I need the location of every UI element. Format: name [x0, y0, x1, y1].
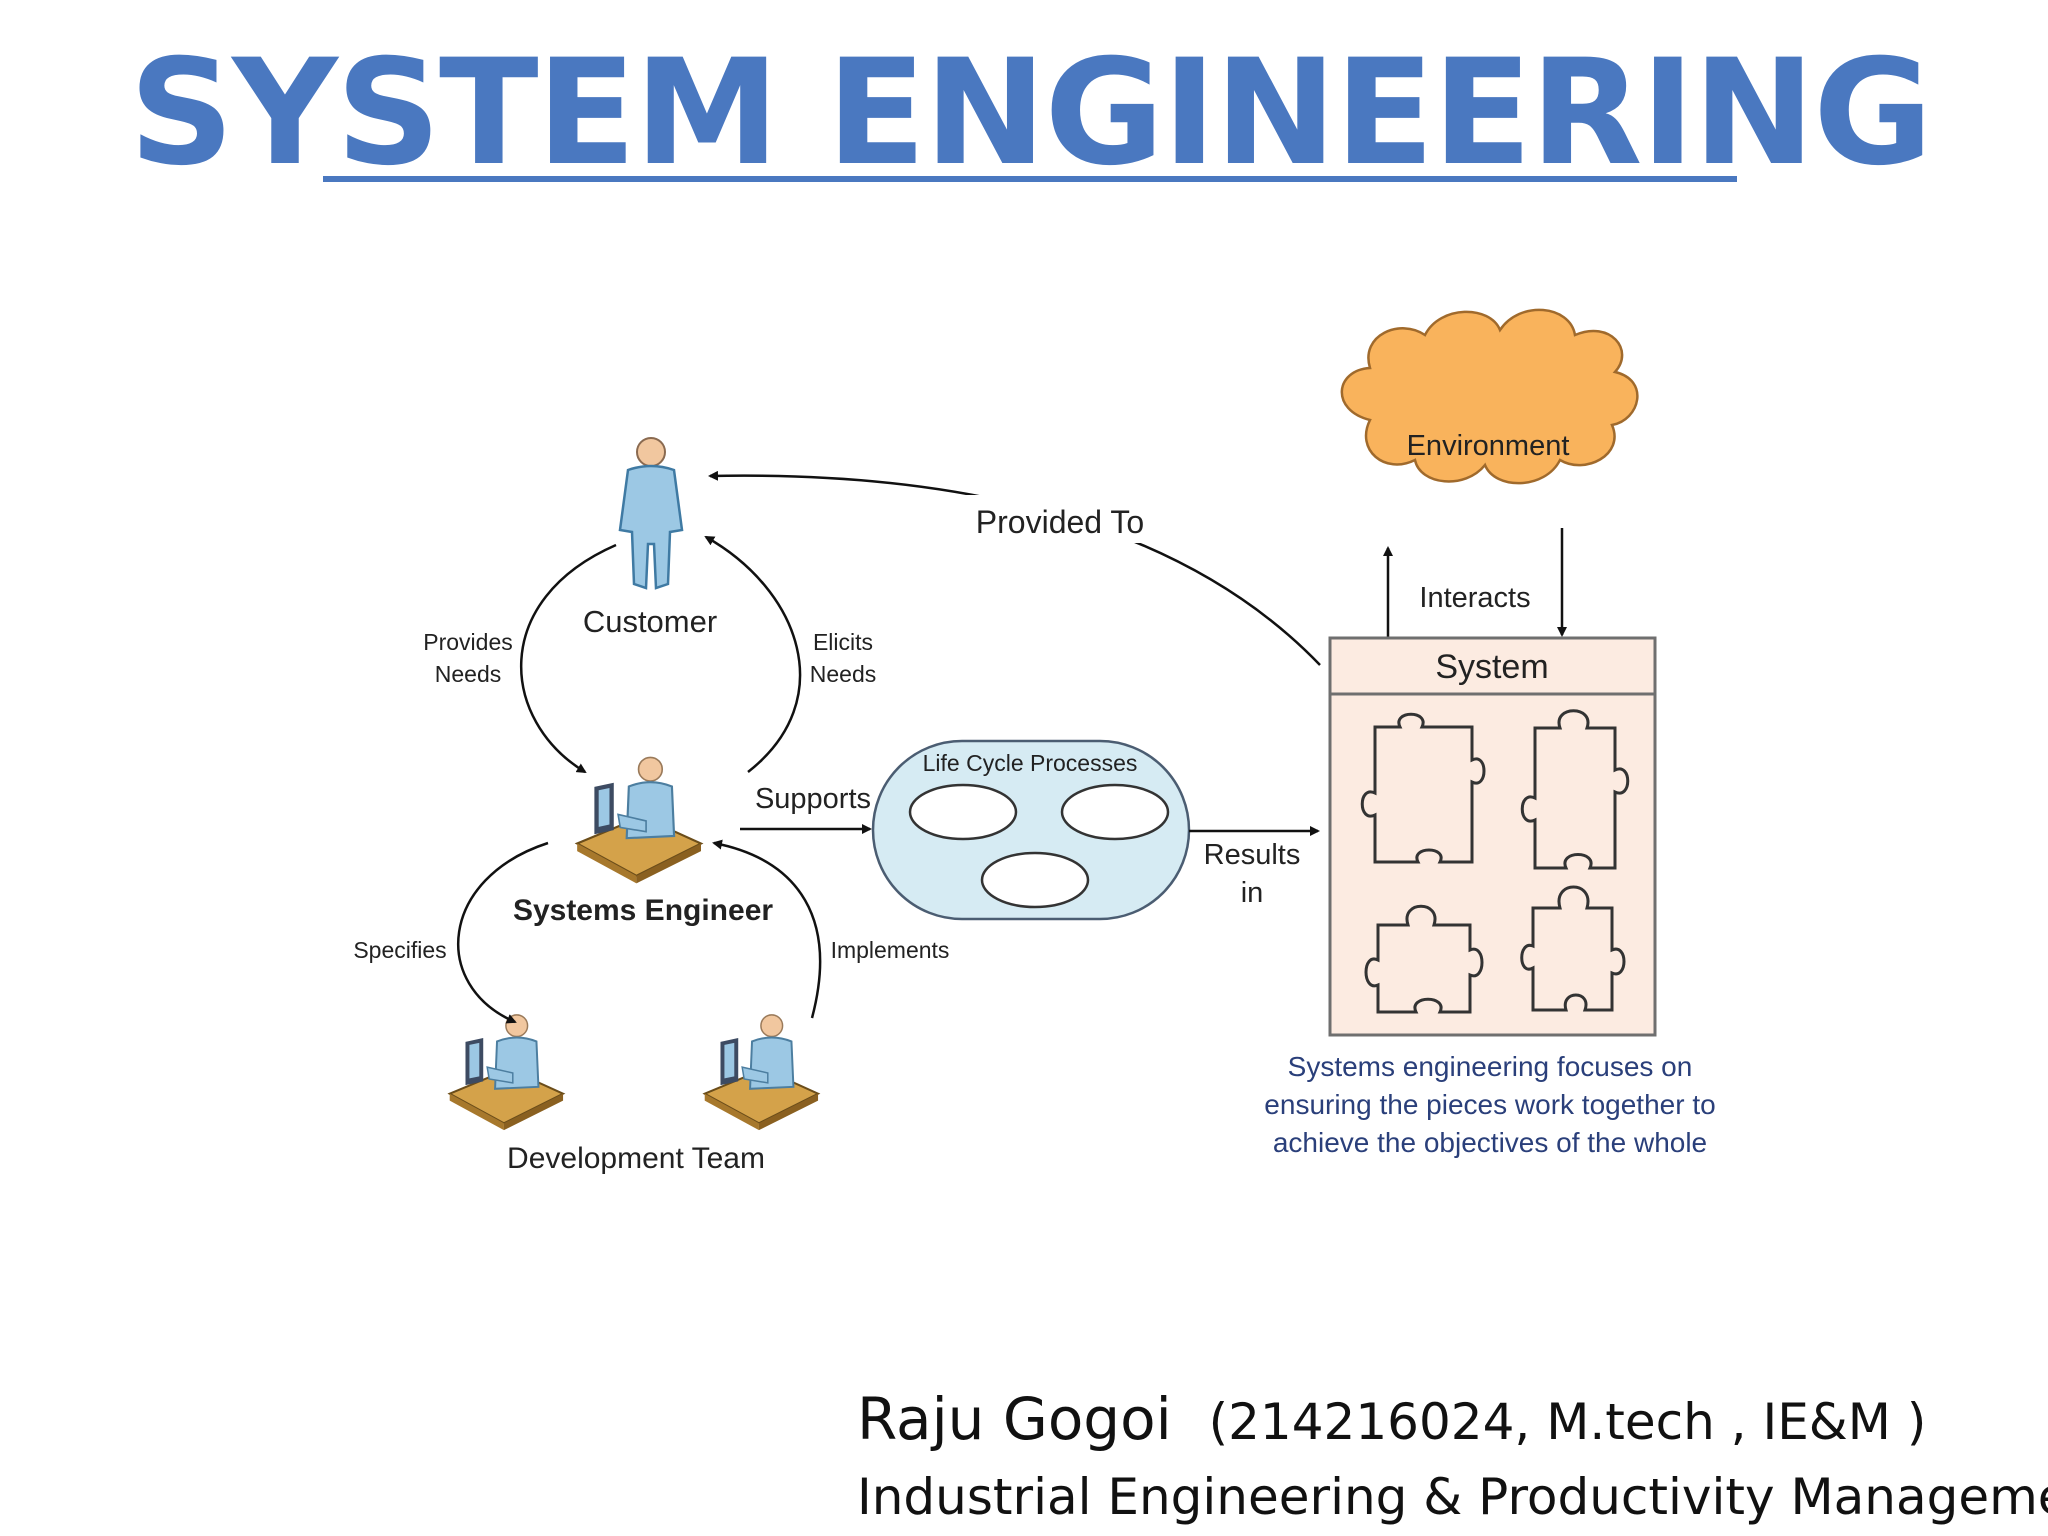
implements-arrow — [712, 839, 822, 1019]
elicits-needs-arrow — [704, 535, 802, 773]
system-label: System — [1435, 648, 1548, 686]
implements-label: Implements — [831, 937, 950, 963]
results-in-label-2: in — [1241, 877, 1264, 909]
author-line: Raju Gogoi (214216024, M.tech , IE&M ) — [857, 1390, 1926, 1448]
systems-engineer-figure — [576, 756, 703, 885]
developer-2-figure — [703, 1013, 820, 1132]
supports-label: Supports — [755, 783, 871, 815]
specifies-arrow — [456, 841, 549, 1024]
life-cycle-processes-label: Life Cycle Processes — [923, 750, 1138, 776]
customer-figure — [618, 437, 684, 590]
puzzle-piece-2 — [1520, 709, 1630, 870]
environment-cloud — [1340, 308, 1639, 485]
caption-line-2: ensuring the pieces work together to — [1264, 1089, 1715, 1120]
puzzle-piece-3 — [1364, 904, 1484, 1014]
results-in-label-1: Results — [1204, 839, 1301, 871]
provided-to-label-bg — [965, 495, 1155, 543]
provides-needs-label-2: Needs — [435, 661, 501, 687]
provides-needs-arrow — [519, 543, 617, 774]
customer-label: Customer — [583, 604, 717, 639]
system-box — [1328, 636, 1657, 1037]
developer-1-figure — [448, 1013, 565, 1132]
title-underline — [323, 176, 1737, 182]
puzzle-piece-1 — [1360, 712, 1486, 864]
systems-engineer-label: Systems Engineer — [513, 894, 773, 927]
elicits-needs-label-2: Needs — [810, 661, 876, 687]
author-details: (214216024, M.tech , IE&M ) — [1208, 1393, 1927, 1451]
interacts-label: Interacts — [1419, 582, 1530, 614]
puzzle-piece-4 — [1520, 885, 1626, 1012]
provided-to-label: Provided To — [976, 504, 1144, 540]
specifies-label: Specifies — [353, 937, 446, 963]
elicits-needs-label-1: Elicits — [813, 629, 873, 655]
slide-title: SYSTEM ENGINEERING — [129, 28, 1933, 198]
program-line: Industrial Engineering & Productivity Ma… — [857, 1468, 2048, 1526]
author-name: Raju Gogoi — [857, 1385, 1172, 1453]
development-team-label: Development Team — [507, 1142, 765, 1175]
caption-line-1: Systems engineering focuses on — [1288, 1051, 1693, 1082]
caption-line-3: achieve the objectives of the whole — [1273, 1127, 1707, 1158]
life-cycle-processes-box — [871, 739, 1191, 921]
environment-label: Environment — [1407, 430, 1570, 462]
provides-needs-label-1: Provides — [423, 629, 512, 655]
